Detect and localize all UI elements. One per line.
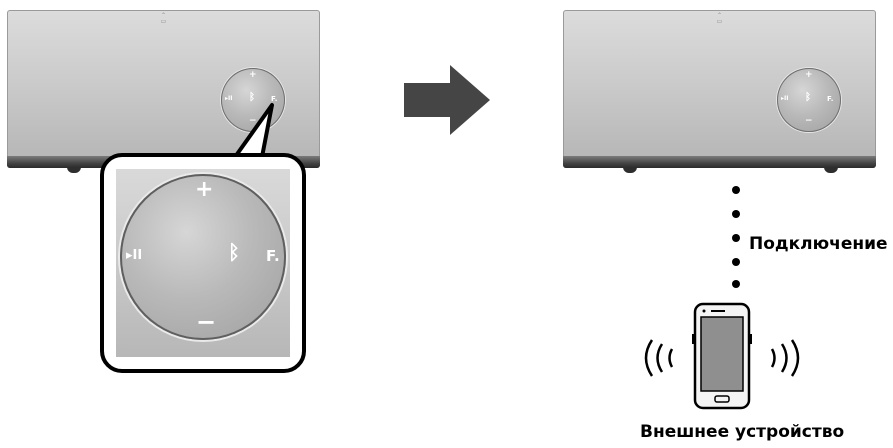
right-speaker: ⌃▭ + ▸II F. ᛒ − [563,10,876,173]
connection-dot [732,234,740,242]
zoomed-control-callout: + ▸II ᛒ F. − [100,153,306,373]
zoomed-function-label: F. [266,247,280,265]
dial-function-label: F. [827,95,834,103]
connection-label: Подключение [749,234,888,254]
zoomed-volume-up-label: + [195,177,214,202]
connection-dot [732,186,740,194]
speaker-control-dial: + ▸II F. ᛒ − [221,68,285,132]
dial-volume-up-label: + [249,70,257,80]
zoomed-volume-down-label: − [196,308,217,336]
speaker-foot-left [623,167,637,173]
speaker-logo-icon: ⌃▭ [160,12,167,25]
dial-volume-down-label: − [805,116,813,126]
connection-dot [732,280,740,288]
zoomed-control-panel: + ▸II ᛒ F. − [116,169,290,357]
speaker-foot-left [67,167,81,173]
speaker-base [563,156,876,168]
speaker-logo-icon: ⌃▭ [716,12,723,25]
bluetooth-icon: ᛒ [249,92,255,103]
bluetooth-icon: ᛒ [805,92,811,103]
speaker-control-dial: + ▸II F. ᛒ − [777,68,841,132]
connection-dot [732,210,740,218]
dial-play-pause-label: ▸II [781,95,789,102]
external-device-label: Внешнее устройство [640,422,845,442]
left-speaker: ⌃▭ + ▸II F. ᛒ − [7,10,320,173]
smartphone-icon [644,302,800,410]
zoomed-play-pause-label: ▸II [126,248,143,263]
dial-play-pause-label: ▸II [225,95,233,102]
connection-dot [732,258,740,266]
dial-volume-down-label: − [249,116,257,126]
dial-volume-up-label: + [805,70,813,80]
dial-function-label: F. [271,95,278,103]
right-arrow-icon [404,65,490,135]
zoomed-control-dial: + ▸II ᛒ F. − [120,174,286,340]
speaker-foot-right [824,167,838,173]
bluetooth-icon: ᛒ [228,240,240,264]
